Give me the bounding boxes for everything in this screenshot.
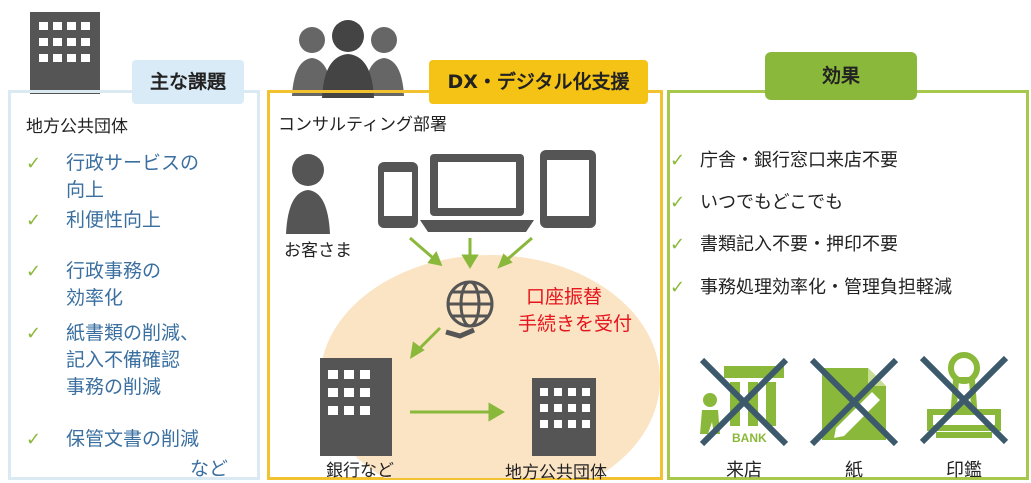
person-icon bbox=[286, 154, 330, 234]
seal-label: 印鑑 bbox=[946, 460, 982, 481]
globe-hand-icon bbox=[445, 280, 494, 339]
arrows bbox=[409, 236, 533, 422]
check-icon: ✓ bbox=[670, 277, 686, 298]
smartphone-icon bbox=[378, 162, 418, 228]
tablet-icon bbox=[540, 150, 596, 228]
bank-building-icon bbox=[320, 358, 392, 456]
diagram-graphics bbox=[286, 150, 660, 478]
visit-label: 来店 bbox=[726, 460, 762, 481]
building-icon bbox=[30, 12, 100, 94]
check-icon: ✓ bbox=[670, 150, 686, 171]
effects-header: 効果 bbox=[765, 52, 917, 100]
bank-visit-icon: BANK bbox=[699, 357, 789, 447]
check-icon: ✓ bbox=[26, 323, 42, 344]
effect-item: ✓いつでもどこでも bbox=[670, 190, 843, 216]
effect-item: ✓書類記入不要・押印不要 bbox=[670, 232, 898, 258]
check-icon: ✓ bbox=[670, 192, 686, 213]
issues-header: 主な課題 bbox=[132, 60, 244, 104]
org-label: 地方公共団体 bbox=[26, 117, 128, 137]
check-icon: ✓ bbox=[670, 234, 686, 255]
bank-label: 銀行など bbox=[326, 461, 394, 481]
customer-label: お客さま bbox=[284, 241, 352, 261]
transfer-text: 口座振替 手続きを受付 bbox=[518, 286, 633, 335]
check-icon: ✓ bbox=[26, 153, 42, 174]
bank-sign-text: BANK bbox=[732, 431, 767, 445]
paper-icon bbox=[809, 357, 899, 447]
check-icon: ✓ bbox=[26, 261, 42, 282]
people-group-icon bbox=[292, 20, 404, 98]
effect-item: ✓事務処理効率化・管理負担軽減 bbox=[670, 275, 952, 301]
gov-label: 地方公共団体 bbox=[505, 463, 607, 483]
dx-header: DX・デジタル化支援 bbox=[429, 60, 648, 104]
check-icon: ✓ bbox=[26, 210, 42, 231]
issues-footer: など bbox=[190, 458, 229, 480]
check-icon: ✓ bbox=[26, 429, 42, 450]
laptop-icon bbox=[420, 154, 534, 232]
consulting-label: コンサルティング部署 bbox=[278, 115, 447, 135]
government-building-icon bbox=[532, 378, 596, 456]
effect-item: ✓庁舎・銀行窓口来店不要 bbox=[670, 148, 898, 174]
seal-stamp-icon bbox=[919, 352, 1009, 445]
paper-label: 紙 bbox=[845, 460, 863, 481]
